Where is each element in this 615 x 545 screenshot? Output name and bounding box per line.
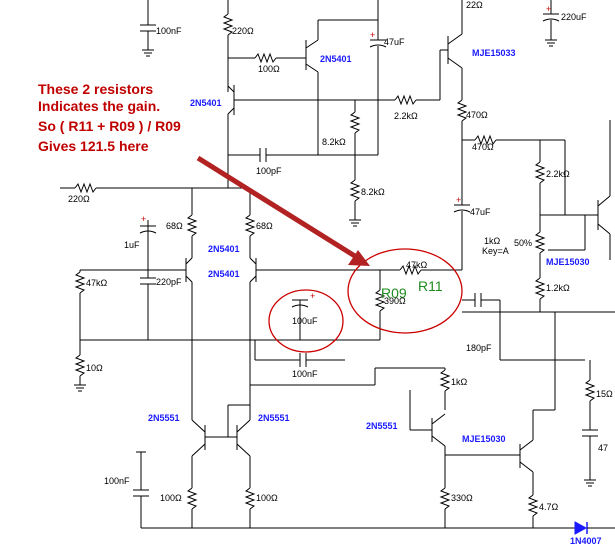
label-r-100-b: 100Ω (256, 493, 278, 503)
svg-text:+: + (310, 291, 315, 301)
label-c-100nf-top: 100nF (156, 26, 182, 36)
label-r-22: 22Ω (466, 0, 483, 10)
label-r-2-2k-right: 2.2kΩ (546, 169, 570, 179)
label-c-100pf: 100pF (256, 166, 282, 176)
c100uf-highlight-circle (268, 289, 344, 353)
annotation-line-3: So ( R11 + R09 ) / R09 (38, 118, 181, 134)
label-q-mje15030-top: MJE15030 (546, 257, 590, 267)
annotation-overlays (196, 155, 463, 353)
svg-text:+: + (456, 195, 461, 205)
label-c-220uf: 220uF (561, 12, 587, 22)
label-r-8-2k-a: 8.2kΩ (322, 137, 346, 147)
label-r-100: 100Ω (258, 64, 280, 74)
label-r-1k: 1kΩ (451, 377, 468, 387)
label-q-mje15030-bot: MJE15030 (462, 434, 506, 444)
label-c-180pf: 180pF (466, 343, 492, 353)
callout-r09: R09 (381, 285, 407, 301)
label-r-68-a: 68Ω (166, 221, 183, 231)
svg-text:+: + (546, 4, 551, 14)
circuit-wires (60, 0, 615, 535)
label-pot: 1kΩ (484, 236, 501, 246)
label-c-100nf-mid: 100nF (292, 369, 318, 379)
label-q-2n5401-top: 2N5401 (320, 54, 352, 64)
label-c-47uf-mid: 47uF (470, 207, 491, 217)
annotation-line-4: Gives 121.5 here (38, 138, 149, 154)
callout-arrowhead (348, 250, 370, 266)
label-q-2n5401-a: 2N5401 (208, 244, 240, 254)
component-labels: 100nF 220Ω 100Ω 2N5401 47uF 22Ω 220uF MJ… (68, 0, 613, 545)
label-c-220pf: 220pF (156, 277, 182, 287)
label-c-1uf: 1uF (124, 240, 140, 250)
label-r-1-2k: 1.2kΩ (546, 283, 570, 293)
label-r-4-7: 4.7Ω (539, 502, 559, 512)
annotation-line-1: These 2 resistors (38, 81, 153, 97)
label-r-10: 10Ω (86, 363, 103, 373)
label-r-47k-left: 47kΩ (86, 278, 108, 288)
polarity-marks: + + + + + (141, 4, 551, 301)
label-r-47k-r11: 47kΩ (406, 260, 428, 270)
r11-highlight-circle (347, 248, 463, 334)
label-q-mje15033: MJE15033 (472, 48, 516, 58)
label-r-68-b: 68Ω (256, 221, 273, 231)
label-c-47uf-top: 47uF (384, 37, 405, 47)
label-c-100nf-bot: 100nF (104, 476, 130, 486)
label-r-220-top: 220Ω (232, 26, 254, 36)
callout-arrow (196, 155, 360, 261)
label-q-2n5401-b: 2N5401 (208, 269, 240, 279)
label-r-8-2k-b: 8.2kΩ (361, 187, 385, 197)
label-r-390-r09: 390Ω (384, 296, 406, 306)
label-r-47-right: 47 (598, 443, 608, 453)
label-q-2n5401-mid: 2N5401 (190, 98, 222, 108)
label-d-1n4007: 1N4007 (570, 536, 602, 545)
annotation-text: These 2 resistors Indicates the gain. So… (38, 81, 443, 301)
label-r-15: 15Ω (596, 389, 613, 399)
label-r-470-b: 470Ω (472, 142, 494, 152)
svg-text:+: + (370, 30, 375, 40)
callout-r11: R11 (418, 278, 443, 294)
label-r-220-left: 220Ω (68, 194, 90, 204)
label-r-330: 330Ω (451, 493, 473, 503)
annotation-line-2: Indicates the gain. (38, 98, 160, 114)
svg-text:+: + (141, 214, 146, 224)
label-q-2n5551-b: 2N5551 (258, 413, 290, 423)
label-r-100-a: 100Ω (160, 493, 182, 503)
label-pot-pct: 50% (514, 238, 532, 248)
label-r-470-a: 470Ω (466, 110, 488, 120)
label-q-2n5551-a: 2N5551 (148, 413, 180, 423)
label-c-100uf: 100uF (292, 316, 318, 326)
label-pot-key: Key=A (482, 246, 509, 256)
label-r-2-2k-mid: 2.2kΩ (394, 111, 418, 121)
label-q-2n5551-c: 2N5551 (366, 421, 398, 431)
